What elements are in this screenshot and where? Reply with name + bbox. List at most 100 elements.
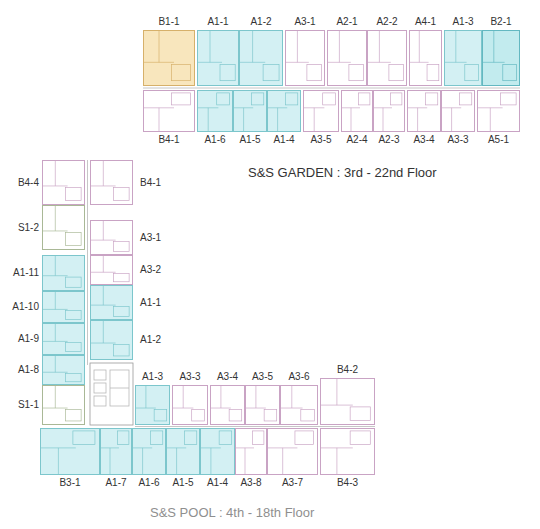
room-walls bbox=[442, 91, 474, 131]
room-walls bbox=[321, 379, 374, 424]
unit-plan: S1-1 bbox=[42, 385, 85, 425]
unit-label: A1-5 bbox=[172, 477, 193, 489]
unit-plan: A1-9 bbox=[42, 323, 85, 355]
unit-label: A3-3 bbox=[447, 134, 468, 146]
unit-label: A1-4 bbox=[207, 477, 228, 489]
unit-plan: A1-1 bbox=[197, 30, 239, 86]
unit-label: A1-7 bbox=[105, 477, 126, 489]
unit-plan: A3-4 bbox=[210, 385, 245, 425]
unit-plan: A1-5 bbox=[233, 90, 267, 132]
room-walls bbox=[268, 91, 300, 131]
room-walls bbox=[43, 256, 84, 290]
room-walls bbox=[91, 286, 132, 319]
unit-plan: A1-7 bbox=[100, 428, 132, 475]
unit-plan: B3-1 bbox=[40, 428, 100, 475]
unit-label: A3-6 bbox=[288, 371, 309, 383]
lift-shaft bbox=[94, 370, 106, 380]
unit-label: A2-2 bbox=[376, 16, 397, 28]
unit-plan: S1-2 bbox=[42, 205, 85, 250]
unit-label: A2-3 bbox=[378, 134, 399, 146]
unit-plan: A2-3 bbox=[373, 90, 405, 132]
room-walls bbox=[234, 91, 266, 131]
room-walls bbox=[101, 429, 131, 474]
room-walls bbox=[410, 31, 441, 85]
building-title: S&S POOL : 4th - 18th Floor bbox=[150, 505, 314, 520]
room-walls bbox=[268, 429, 317, 474]
room-walls bbox=[167, 429, 199, 474]
corridor-line bbox=[143, 88, 520, 89]
unit-label: B4-1 bbox=[158, 134, 179, 146]
room-walls bbox=[91, 221, 132, 254]
unit-plan: A4-1 bbox=[409, 30, 442, 86]
unit-plan: A2-1 bbox=[327, 30, 367, 86]
unit-label: A1-5 bbox=[239, 134, 260, 146]
room-walls bbox=[236, 429, 266, 474]
unit-plan: A1-6 bbox=[132, 428, 166, 475]
room-walls bbox=[374, 91, 404, 131]
unit-label: A1-3 bbox=[142, 371, 163, 383]
room-walls bbox=[133, 429, 165, 474]
unit-plan: A1-10 bbox=[42, 291, 85, 323]
building-title: S&S GARDEN : 3rd - 22nd Floor bbox=[248, 165, 437, 180]
room-walls bbox=[445, 31, 481, 85]
room-walls bbox=[328, 31, 366, 85]
unit-label: B3-1 bbox=[59, 477, 80, 489]
room-walls bbox=[342, 91, 372, 131]
unit-label: A1-8 bbox=[18, 364, 39, 376]
room-walls bbox=[198, 91, 232, 131]
unit-plan: A3-6 bbox=[280, 385, 318, 425]
unit-plan: B1-1 bbox=[143, 30, 195, 86]
unit-plan: B4-2 bbox=[320, 378, 375, 425]
unit-label: A1-1 bbox=[207, 16, 228, 28]
unit-label: A2-1 bbox=[336, 16, 357, 28]
lift-shaft bbox=[94, 383, 106, 393]
unit-plan: B4-1 bbox=[90, 160, 133, 205]
room-walls bbox=[201, 429, 234, 474]
corridor-line bbox=[135, 426, 375, 427]
room-walls bbox=[91, 161, 132, 204]
unit-plan: A2-4 bbox=[341, 90, 373, 132]
unit-plan: A1-4 bbox=[267, 90, 301, 132]
room-walls bbox=[198, 31, 238, 85]
unit-label: A3-7 bbox=[282, 477, 303, 489]
unit-plan: A2-2 bbox=[367, 30, 407, 86]
unit-label: S1-1 bbox=[18, 399, 39, 411]
unit-plan: A3-5 bbox=[303, 90, 339, 132]
unit-plan: A1-2 bbox=[239, 30, 283, 86]
unit-label: B4-1 bbox=[140, 177, 161, 189]
room-walls bbox=[368, 31, 406, 85]
unit-label: B4-3 bbox=[337, 477, 358, 489]
unit-plan: A3-8 bbox=[235, 428, 267, 475]
unit-plan: B4-3 bbox=[320, 428, 375, 475]
stair bbox=[110, 370, 129, 406]
room-walls bbox=[136, 386, 169, 424]
unit-plan: A1-8 bbox=[42, 355, 85, 385]
room-walls bbox=[408, 91, 440, 131]
room-walls bbox=[43, 356, 84, 384]
unit-label: A3-5 bbox=[252, 371, 273, 383]
unit-label: A1-3 bbox=[452, 16, 473, 28]
room-walls bbox=[43, 206, 84, 249]
unit-label: A3-1 bbox=[140, 232, 161, 244]
room-walls bbox=[246, 386, 279, 424]
unit-label: S1-2 bbox=[18, 222, 39, 234]
unit-label: A1-11 bbox=[13, 267, 39, 279]
unit-plan: A3-4 bbox=[407, 90, 441, 132]
corridor-line bbox=[87, 160, 88, 365]
unit-label: A5-1 bbox=[488, 134, 509, 146]
room-walls bbox=[144, 91, 194, 131]
unit-plan: B4-1 bbox=[143, 90, 195, 132]
unit-plan: A1-11 bbox=[42, 255, 85, 291]
room-walls bbox=[304, 91, 338, 131]
unit-plan: A3-5 bbox=[245, 385, 280, 425]
unit-label: A1-1 bbox=[140, 297, 161, 309]
unit-plan: A1-4 bbox=[200, 428, 235, 475]
unit-plan: A3-3 bbox=[441, 90, 475, 132]
unit-label: A1-9 bbox=[18, 333, 39, 345]
unit-label: A3-4 bbox=[217, 371, 238, 383]
room-walls bbox=[211, 386, 244, 424]
room-walls bbox=[321, 429, 374, 474]
unit-label: B1-1 bbox=[158, 16, 179, 28]
unit-label: A1-4 bbox=[273, 134, 294, 146]
room-walls bbox=[43, 386, 84, 424]
